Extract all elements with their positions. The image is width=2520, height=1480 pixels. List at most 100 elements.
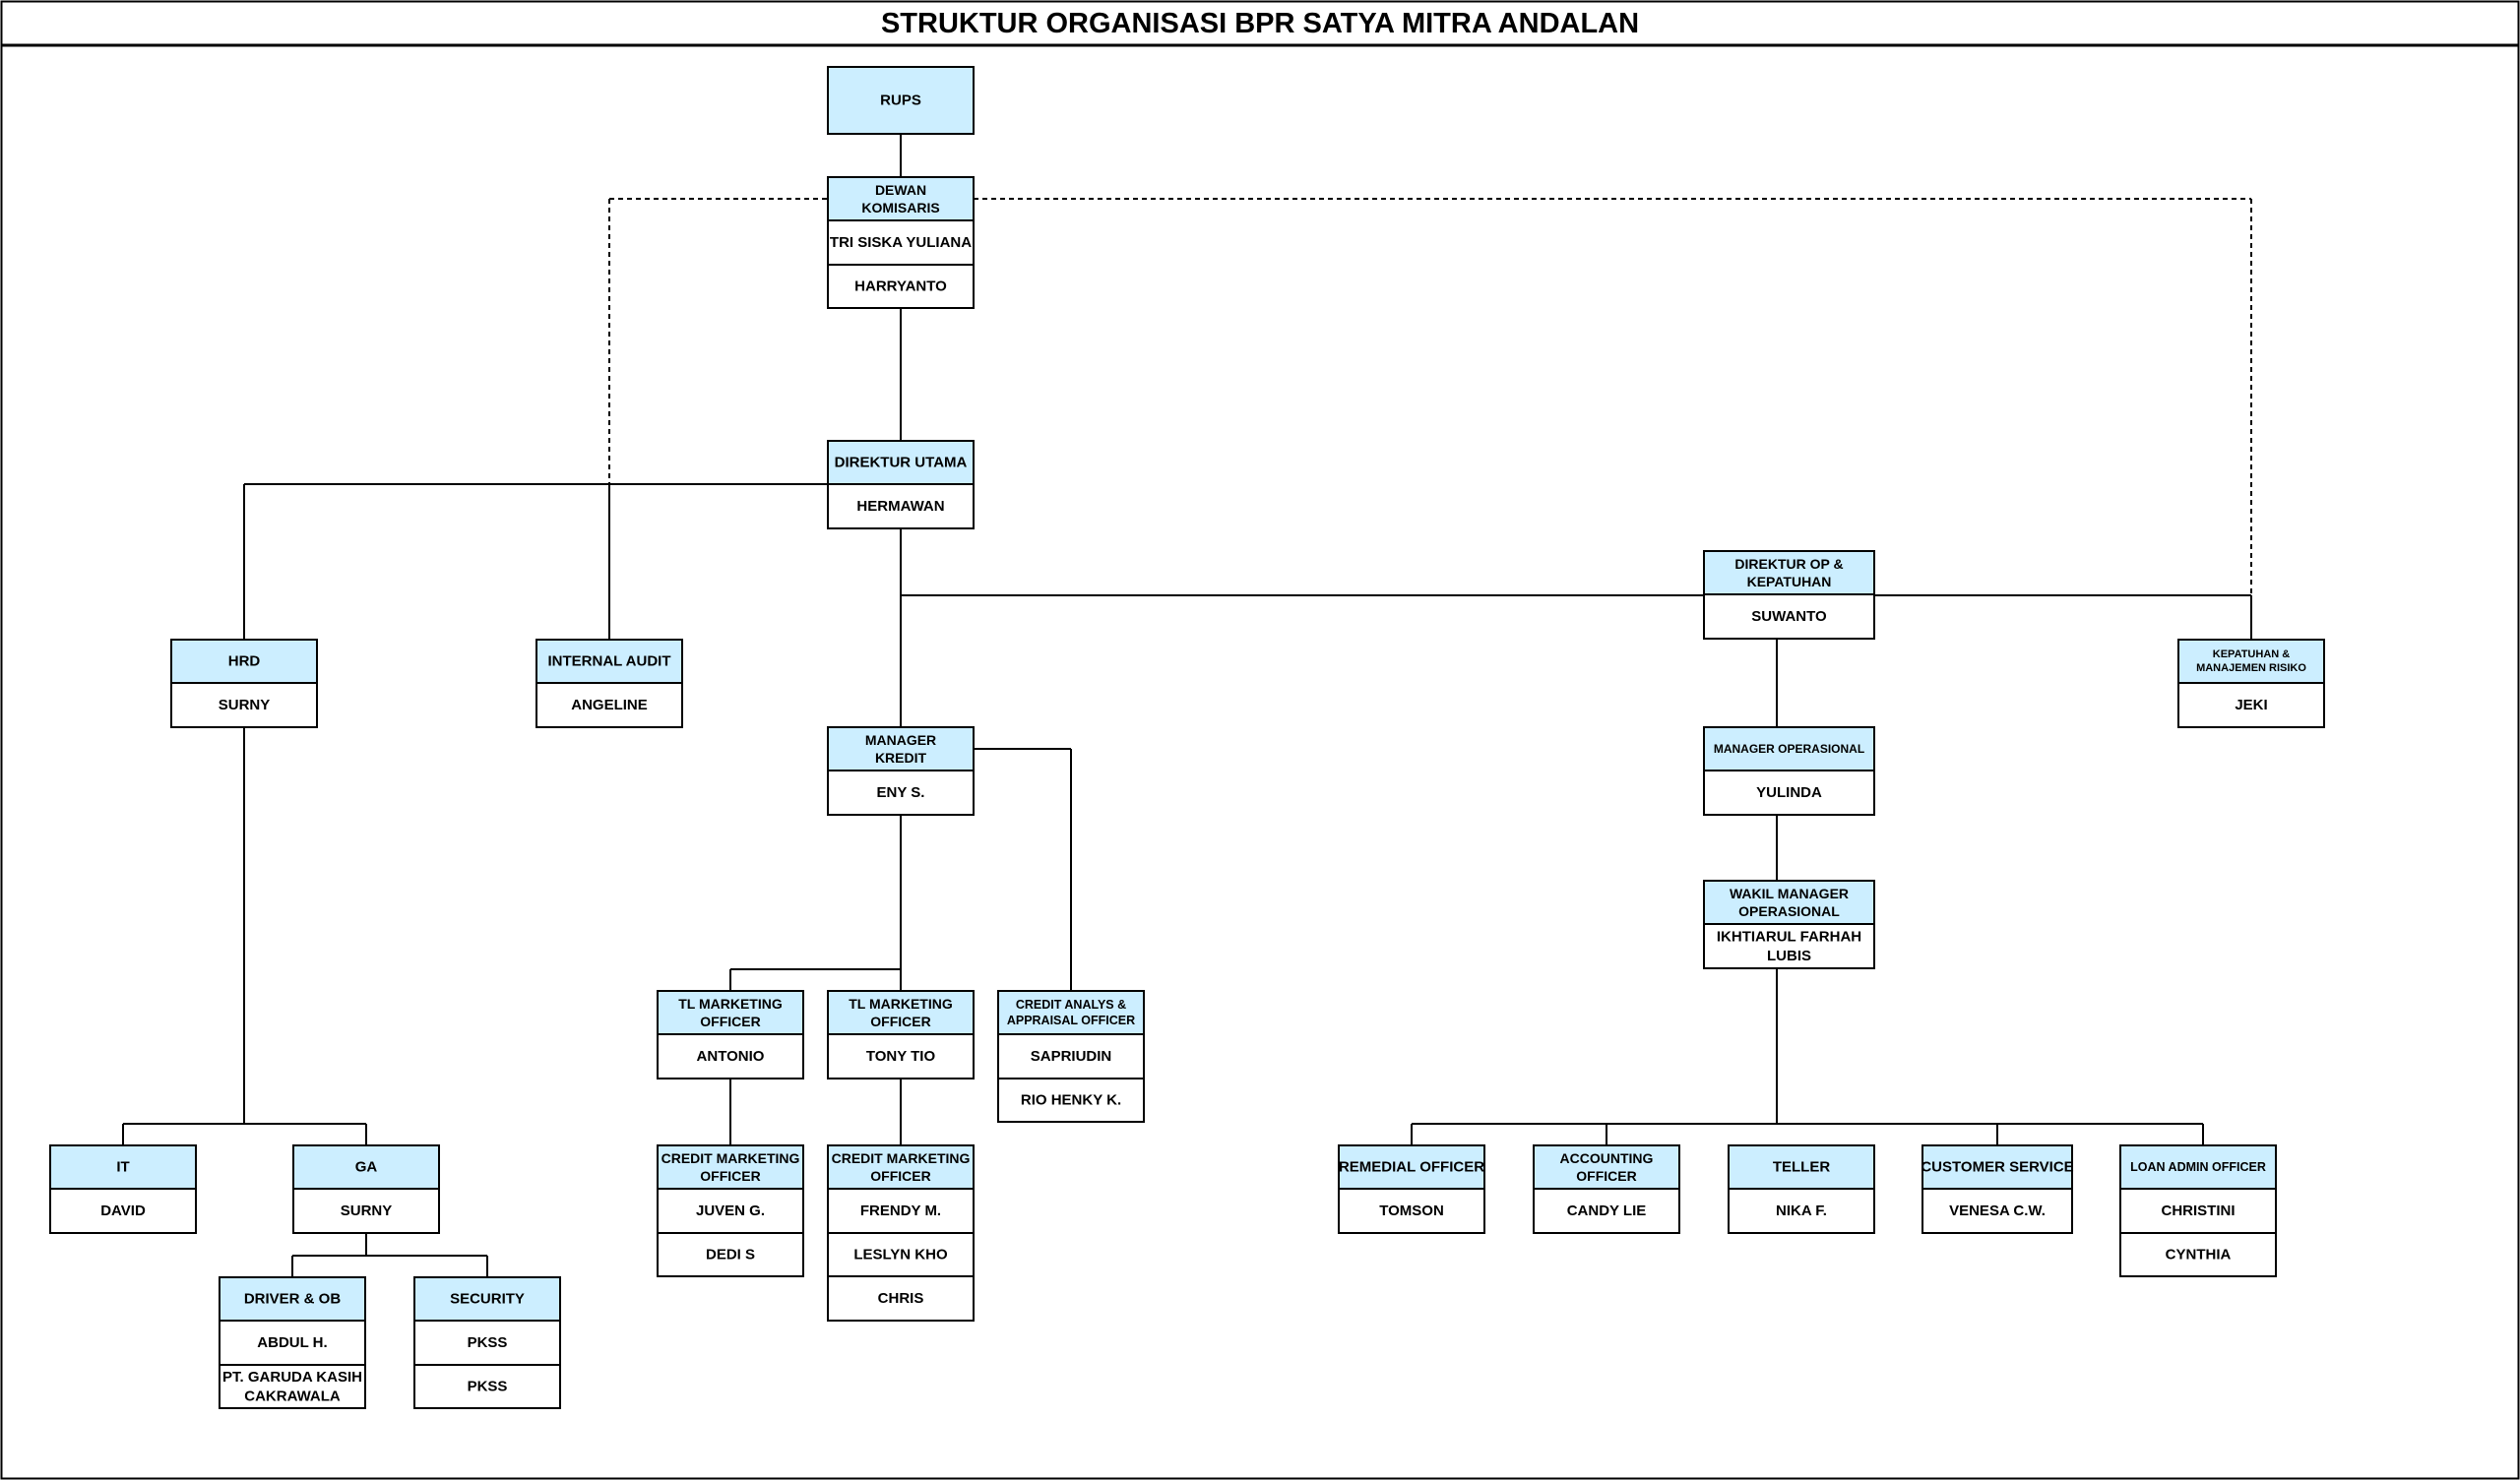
box-person-cell	[1922, 1188, 2073, 1234]
box-person-cell	[2119, 1232, 2277, 1277]
box-person-cell	[219, 1364, 366, 1409]
box-title: KOMISARIS	[861, 200, 939, 216]
box-person-name: SURNY	[341, 1202, 393, 1219]
box-person-cell	[2177, 682, 2325, 728]
box-person-cell	[1703, 770, 1875, 816]
org-box-wakil-manager: WAKIL MANAGER OPERASIONAL IKHTIARUL FARHAH…	[1703, 880, 1875, 969]
box-title: KEPATUHAN &	[2213, 648, 2290, 660]
box-title: WAKIL MANAGER	[1730, 886, 1849, 901]
box-title: TL MARKETING	[849, 996, 953, 1012]
box-person-name: VENESA C.W.	[1949, 1202, 2046, 1219]
box-person-cell	[827, 1033, 975, 1079]
box-person-cell	[413, 1364, 561, 1409]
box-header-cell	[657, 1144, 804, 1190]
box-person-name: ENY S.	[877, 784, 925, 801]
box-person-name: JUVEN G.	[696, 1202, 765, 1219]
box-person-name: LUBIS	[1767, 948, 1811, 964]
box-title: KREDIT	[875, 750, 927, 766]
box-person-name: CYNTHIA	[2166, 1247, 2232, 1264]
box-person-name: CANDY LIE	[1567, 1202, 1647, 1219]
box-title: GA	[355, 1159, 378, 1176]
box-title: LOAN ADMIN OFFICER	[2130, 1160, 2266, 1174]
box-person-cell	[657, 1232, 804, 1277]
box-person-name: CAKRAWALA	[244, 1388, 341, 1404]
box-person-cell	[827, 1275, 975, 1322]
box-header-cell	[1703, 880, 1875, 925]
box-person-name: JEKI	[2235, 697, 2267, 713]
box-person-name: CHRIS	[878, 1290, 924, 1307]
box-header-cell	[827, 726, 975, 771]
org-box-customer-service: CUSTOMER SERVICE VENESA C.W.	[1921, 1144, 2074, 1234]
page-title: STRUKTUR ORGANISASI BPR SATYA MITRA ANDA…	[881, 8, 1639, 39]
box-person-name: TONY TIO	[866, 1048, 936, 1065]
org-box-manager-kredit: MANAGER KREDIT ENY S.	[827, 726, 975, 816]
box-title: OFFICER	[700, 1014, 760, 1029]
box-title: OFFICER	[870, 1168, 930, 1184]
box-header-cell	[292, 1144, 440, 1190]
box-header-cell	[827, 1144, 975, 1190]
org-box-tl-marketing-2: TL MARKETING OFFICER TONY TIO	[827, 990, 975, 1079]
org-box-credit-analys: CREDIT ANALYS &APPRAISAL OFFICERSAPRIUDI…	[997, 990, 1145, 1123]
box-person-name: IKHTIARUL FARHAH	[1717, 928, 1861, 945]
box-title: DIREKTUR OP &	[1734, 556, 1843, 572]
box-person-cell	[827, 483, 975, 529]
box-title: ACCOUNTING	[1560, 1150, 1654, 1166]
box-header-cell	[536, 639, 683, 684]
org-box-rups: RUPS	[827, 66, 975, 135]
box-person-name: SUWANTO	[1751, 608, 1827, 625]
box-title: DEWAN	[875, 182, 926, 198]
box-person-name: DAVID	[100, 1202, 146, 1219]
box-header-cell	[2177, 639, 2325, 684]
box-title: MANAGER	[865, 732, 936, 748]
box-title: OPERASIONAL	[1738, 903, 1840, 919]
box-header-cell	[1703, 726, 1875, 771]
box-person-name: ANGELINE	[571, 697, 648, 713]
box-title: CREDIT MARKETING	[662, 1150, 800, 1166]
box-person-cell	[1533, 1188, 1680, 1234]
box-title: MANAGER OPERASIONAL	[1714, 742, 1864, 756]
box-person-cell	[2119, 1188, 2277, 1234]
box-header-cell	[2119, 1144, 2277, 1190]
box-person-cell	[1703, 923, 1875, 969]
box-title: SECURITY	[450, 1291, 525, 1308]
box-person-cell	[170, 682, 318, 728]
box-title: CUSTOMER SERVICE	[1921, 1159, 2073, 1176]
box-person-cell	[827, 219, 975, 266]
box-person-name: TOMSON	[1379, 1202, 1444, 1219]
org-box-manager-operasional: MANAGER OPERASIONAL YULINDA	[1703, 726, 1875, 816]
box-person-cell	[292, 1188, 440, 1234]
box-person-name: YULINDA	[1756, 784, 1822, 801]
box-person-name: PT. GARUDA KASIH	[222, 1369, 362, 1386]
box-person-cell	[827, 264, 975, 309]
box-person-cell	[657, 1033, 804, 1079]
box-person-cell	[827, 1188, 975, 1234]
org-box-ga: GA SURNY	[292, 1144, 440, 1234]
box-person-name: RIO HENKY K.	[1021, 1092, 1121, 1109]
box-person-cell	[657, 1188, 804, 1234]
box-person-name: PKSS	[468, 1334, 508, 1351]
box-title: DRIVER & OB	[244, 1291, 342, 1308]
box-person-cell	[49, 1188, 197, 1234]
box-person-name: FRENDY M.	[860, 1202, 941, 1219]
box-title: TL MARKETING	[678, 996, 783, 1012]
box-title: MANAJEMEN RISIKO	[2196, 662, 2306, 674]
box-person-cell	[997, 1078, 1145, 1123]
box-title: OFFICER	[870, 1014, 930, 1029]
box-person-name: SAPRIUDIN	[1031, 1048, 1112, 1065]
box-person-name: SURNY	[219, 697, 271, 713]
box-header-cell	[1922, 1144, 2073, 1190]
org-box-kepatuhan: KEPATUHAN & MANAJEMEN RISIKO JEKI	[2177, 639, 2325, 728]
box-person-name: HERMAWAN	[856, 498, 944, 515]
box-header-cell	[657, 990, 804, 1035]
